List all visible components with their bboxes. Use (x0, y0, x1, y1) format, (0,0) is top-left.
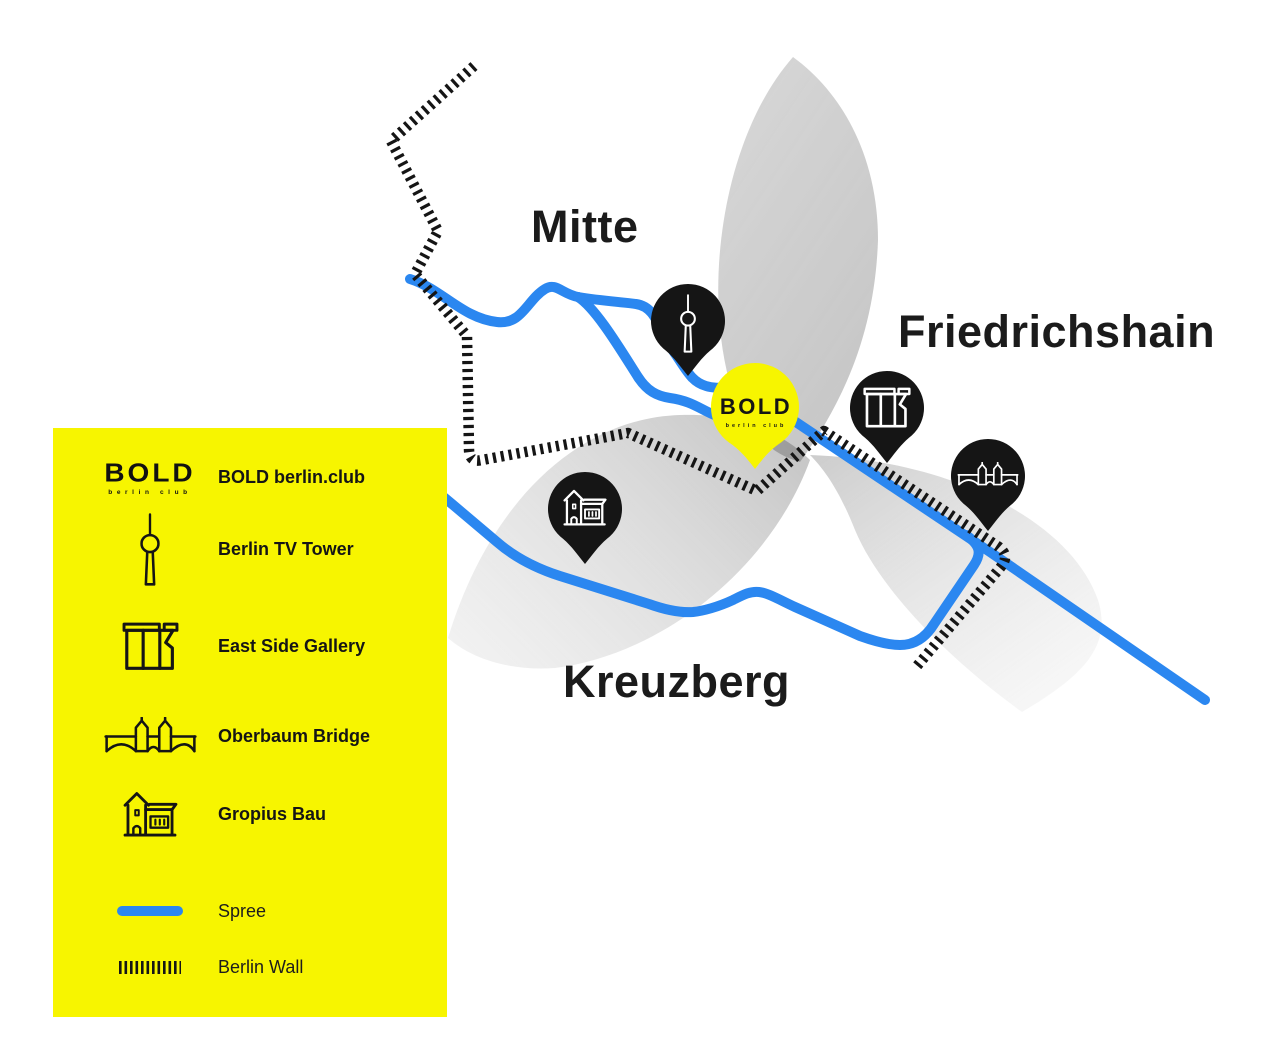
pin-oberbaum-bridge[interactable] (951, 438, 1025, 531)
tv-tower-icon (140, 513, 160, 586)
bold-logo: BOLD berlin club (104, 457, 196, 496)
berlin-wall-swatch (119, 960, 181, 974)
bold-wordmark-subtext: berlin club (726, 423, 787, 429)
gropius-bau-icon (123, 791, 178, 838)
legend-label-oberbaum-bridge: Oberbaum Bridge (218, 725, 371, 746)
pin-bold-club[interactable]: BOLD berlin club (711, 363, 799, 469)
spree-main-diagonal (740, 383, 1210, 705)
legend-label-tv-tower: Berlin TV Tower (218, 538, 354, 559)
legend-row-oberbaum-bridge: Oberbaum Bridge (53, 716, 447, 756)
spree-upper-course (405, 274, 583, 328)
pin-shape (850, 370, 924, 463)
petal-north (718, 57, 878, 462)
legend-label-berlin-wall: Berlin Wall (218, 956, 304, 977)
pin-shape (651, 283, 725, 376)
bold-wordmark: BOLD (720, 394, 792, 419)
berlin-wall-line (385, 62, 1011, 670)
legend-row-gropius-bau: Gropius Bau (53, 790, 447, 838)
district-shade-petals (448, 57, 1102, 712)
spree-line-swatch (117, 906, 183, 916)
pin-shape (951, 438, 1025, 531)
legend-label-gropius-bau: Gropius Bau (218, 803, 327, 824)
pin-shape (711, 363, 799, 469)
petal-southwest (448, 414, 810, 669)
legend-label-spree: Spree (218, 900, 267, 921)
east-side-gallery-icon (122, 622, 179, 671)
pin-berlin-tv-tower[interactable] (651, 283, 725, 376)
legend-row-tv-tower: Berlin TV Tower (53, 512, 447, 586)
map-legend: BOLD berlin club BOLD berlin.club Berlin… (53, 428, 447, 1017)
pin-gropius-bau[interactable] (548, 471, 622, 564)
legend-label-east-side-gallery: East Side Gallery (218, 635, 366, 656)
oberbaum-bridge-icon (103, 717, 198, 756)
legend-row-bold: BOLD berlin club BOLD berlin.club (53, 446, 447, 508)
legend-row-east-side-gallery: East Side Gallery (53, 620, 447, 672)
legend-row-spree: Spree (53, 901, 447, 921)
pin-east-side-gallery[interactable] (850, 370, 924, 463)
legend-label-bold-club: BOLD berlin.club (218, 466, 366, 487)
bold-logo-subtext: berlin club (108, 488, 192, 496)
legend-row-berlin-wall: Berlin Wall (53, 956, 447, 978)
bold-logo-wordmark: BOLD (104, 457, 196, 487)
spree-kreuzberg-canal (429, 484, 984, 650)
